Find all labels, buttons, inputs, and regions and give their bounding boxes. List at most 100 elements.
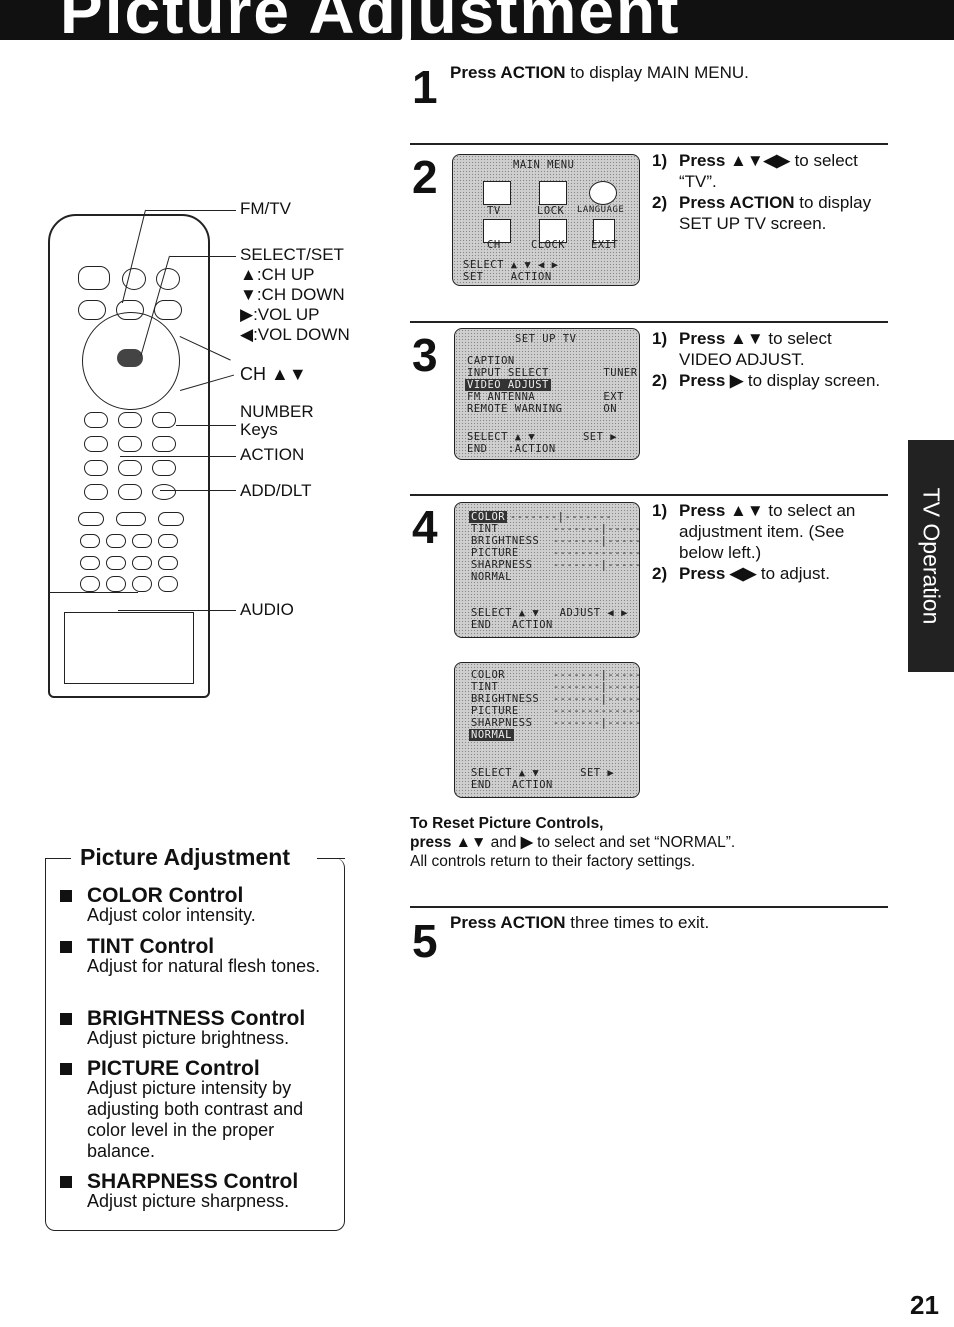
step-2-item-2: 2)Press ACTION to display SET UP TV scre… — [652, 193, 872, 233]
step-5-rest: three times to exit. — [565, 913, 710, 932]
speed-button-icon — [106, 576, 126, 592]
ch-icon — [483, 219, 511, 243]
eject-button-icon — [122, 268, 146, 290]
video-adjust-normal: NORMAL — [471, 571, 512, 583]
tint-control-heading: TINT Control — [87, 935, 215, 958]
reset-line-1: press ▲▼ and ▶ to select and set “NORMAL… — [410, 834, 736, 851]
display-button-icon — [154, 300, 182, 320]
label-vol-up: ▶:VOL UP — [240, 305, 320, 324]
bullet-square-icon — [60, 1176, 72, 1188]
reset-screen-tint: TINT -------|------- — [471, 681, 640, 693]
search-button-icon — [132, 556, 152, 570]
number-key-9-icon — [152, 460, 176, 476]
video-adjust-tint: TINT -------|------- — [471, 523, 640, 535]
label-ch-down: ▼:CH DOWN — [240, 285, 345, 304]
leader-fmtv — [146, 210, 236, 211]
step-5-bold: Press ACTION — [450, 913, 566, 932]
label-select-set: SELECT/SET — [240, 245, 344, 264]
leader-adddlt — [160, 490, 236, 491]
step-3-item-2: 2)Press ▶ to display screen. — [652, 371, 881, 390]
index-button-icon — [158, 576, 178, 592]
reset-line-2: All controls return to their factory set… — [410, 853, 696, 870]
brightness-control-desc: Adjust picture brightness. — [87, 1028, 290, 1048]
main-menu-tv: TV — [487, 205, 501, 217]
display-small-button-icon — [158, 534, 178, 548]
step-2-rule — [410, 143, 888, 145]
reset-screen-brightness: BRIGHTNESS -------|------- — [471, 693, 640, 705]
step-4-rule — [410, 494, 888, 496]
power-button-icon — [78, 266, 110, 290]
setup-tv-title: SET UP TV — [515, 333, 577, 345]
counter-button-icon — [132, 576, 152, 592]
step-1-rest: to display MAIN MENU. — [565, 63, 749, 82]
color-control-desc: Adjust color intensity. — [87, 905, 256, 925]
brightness-control-heading: BRIGHTNESS Control — [87, 1007, 306, 1030]
main-menu-footer-2: SET ACTION — [463, 271, 552, 283]
leader-action — [120, 456, 236, 457]
page-title: Picture Adjustment — [60, 0, 681, 40]
language-icon — [589, 181, 617, 205]
night-button-icon — [106, 556, 126, 570]
audio-button-icon — [80, 576, 100, 592]
main-menu-title: MAIN MENU — [513, 159, 575, 171]
step-2-instructions: 1)Press ▲▼◀▶ to select “TV”. 2)Press ACT… — [652, 150, 888, 234]
rec-button-icon — [106, 534, 126, 548]
main-menu-ch: CH — [487, 239, 501, 251]
reset-screen-color: COLOR -------|------- — [471, 669, 640, 681]
tape-button-icon — [158, 556, 178, 570]
step-3-number: 3 — [412, 329, 438, 381]
sharpness-control-desc: Adjust picture sharpness. — [87, 1191, 290, 1211]
step-4-item-1: 1)Press ▲▼ to select an adjustment item.… — [652, 501, 856, 562]
leader-audio — [48, 592, 138, 593]
lock-icon — [539, 181, 567, 205]
label-audio: AUDIO — [240, 600, 294, 619]
section-tab: TV Operation — [908, 440, 954, 672]
fmtv-button-icon — [78, 300, 106, 320]
section-tab-label: TV Operation — [918, 487, 945, 625]
leader-select — [170, 256, 236, 257]
number-key-3-icon — [152, 412, 176, 428]
main-menu-clock: CLOCK — [531, 239, 566, 251]
reset-title: To Reset Picture Controls, — [410, 815, 604, 832]
number-key-7-icon — [84, 460, 108, 476]
step-5-text: Press ACTION three times to exit. — [450, 912, 880, 933]
stop-button-icon — [132, 534, 152, 548]
reset-screen-footer-1: SELECT ▲ ▼ SET ▶ — [471, 767, 615, 779]
ffwd-button-icon — [158, 512, 184, 526]
reset-screen-footer-2: END ACTION — [471, 779, 553, 791]
exit-icon — [593, 219, 615, 243]
setup-tv-caption: CAPTION — [467, 355, 515, 367]
step-3-instructions: 1)Press ▲▼ to select VIDEO ADJUST. 2)Pre… — [652, 328, 888, 391]
setup-tv-fm-antenna: FM ANTENNA EXT — [467, 391, 624, 403]
label-add-dlt: ADD/DLT — [240, 481, 312, 500]
reset-instructions: To Reset Picture Controls, press ▲▼ and … — [410, 814, 890, 871]
pause-button-icon — [80, 534, 100, 548]
main-menu-exit: EXIT — [591, 239, 619, 251]
number-key-6-icon — [152, 436, 176, 452]
number-key-1-icon — [84, 412, 108, 428]
color-control-heading: COLOR Control — [87, 884, 244, 907]
setup-tv-remote-warning: REMOTE WARNING ON — [467, 403, 618, 415]
remote-bottom-panel — [64, 612, 194, 684]
label-number: NUMBER — [240, 402, 314, 421]
setup-tv-screen: SET UP TV CAPTION INPUT SELECT TUNER VID… — [454, 328, 640, 460]
number-key-4-icon — [84, 436, 108, 452]
picture-control-desc: Adjust picture intensity by adjusting bo… — [87, 1078, 304, 1161]
picture-adjustment-title: Picture Adjustment — [80, 844, 291, 870]
video-adjust-footer-2: END ACTION — [471, 619, 553, 631]
leader-number — [176, 425, 236, 426]
play-button-icon — [116, 512, 146, 526]
sleep-button-icon — [80, 556, 100, 570]
number-key-100-icon — [84, 484, 108, 500]
step-3-rule — [410, 321, 888, 323]
clock-icon — [539, 219, 567, 243]
main-menu-screen: MAIN MENU TV LOCK LANGUAGE CH CLOCK EXIT… — [452, 154, 640, 286]
page-header: Picture Adjustment — [0, 0, 954, 40]
video-adjust-sharpness: SHARPNESS -------|------- — [471, 559, 640, 571]
label-fm-tv: FM/TV — [240, 199, 291, 218]
step-1-bold: Press ACTION — [450, 63, 566, 82]
step-4-item-2: 2)Press ◀▶ to adjust. — [652, 564, 830, 583]
main-menu-language: LANGUAGE — [577, 205, 625, 215]
setup-tv-footer-2: END :ACTION — [467, 443, 556, 455]
bullet-square-icon — [60, 1063, 72, 1075]
